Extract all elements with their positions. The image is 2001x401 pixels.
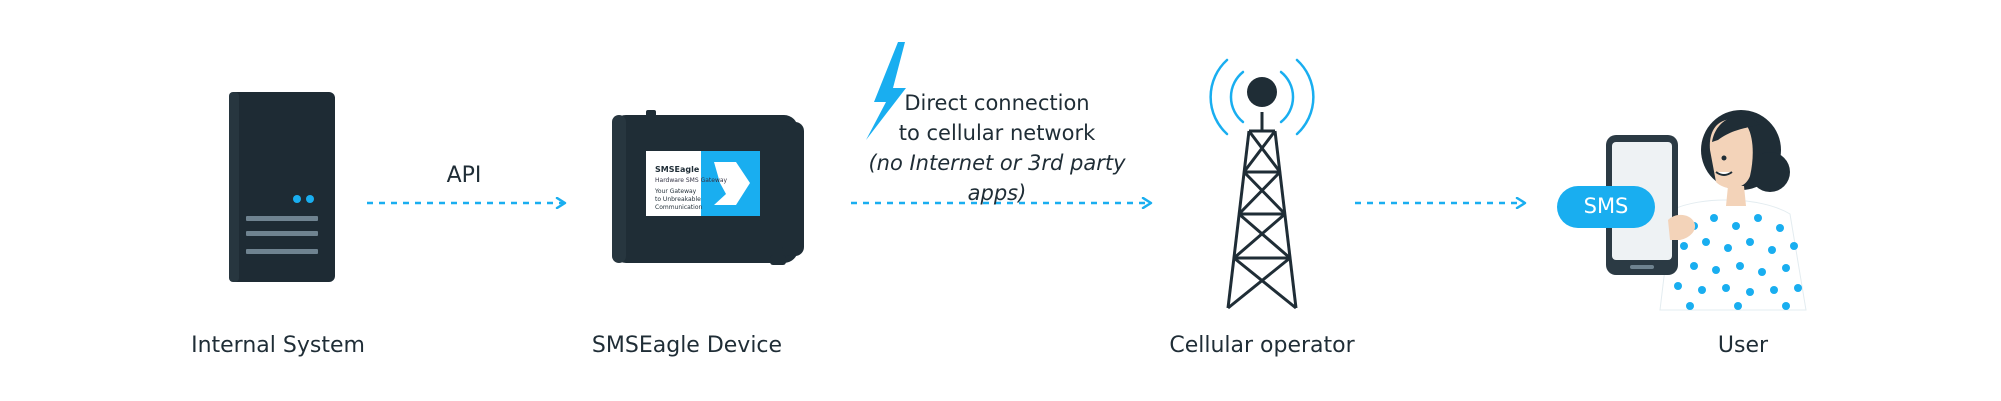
internal-system-label: Internal System: [191, 333, 365, 358]
person-icon: [1659, 110, 1807, 311]
sms-badge-label: SMS: [1583, 194, 1629, 218]
lightning-bolt-icon: [866, 42, 906, 140]
hand-icon: [1668, 214, 1696, 240]
device-tagline-text: Hardware SMS Gateway: [655, 177, 728, 184]
user-label: User: [1717, 333, 1769, 358]
server-icon: [229, 92, 335, 282]
connection-note-line3: (no Internet or 3rd party apps): [868, 151, 1126, 205]
connection-note-line1: Direct connection: [904, 91, 1090, 115]
device-tagline-line2: to Unbreakable: [655, 196, 701, 203]
api-label: API: [446, 163, 482, 188]
connection-note-line2: to cellular network: [898, 121, 1096, 145]
sms-badge: [1557, 186, 1655, 228]
device-label: SMSEagle Device: [591, 333, 783, 358]
device-brand-text: SMSEagle: [655, 165, 700, 174]
gateway-device-icon: [612, 110, 804, 265]
cell-tower-icon: [1209, 58, 1315, 310]
device-tagline-line1: Your Gateway: [655, 188, 697, 195]
connection-note: Direct connection to cellular network (n…: [852, 88, 1142, 208]
device-tagline-line3: Communication: [655, 204, 703, 211]
operator-label: Cellular operator: [1169, 333, 1355, 358]
